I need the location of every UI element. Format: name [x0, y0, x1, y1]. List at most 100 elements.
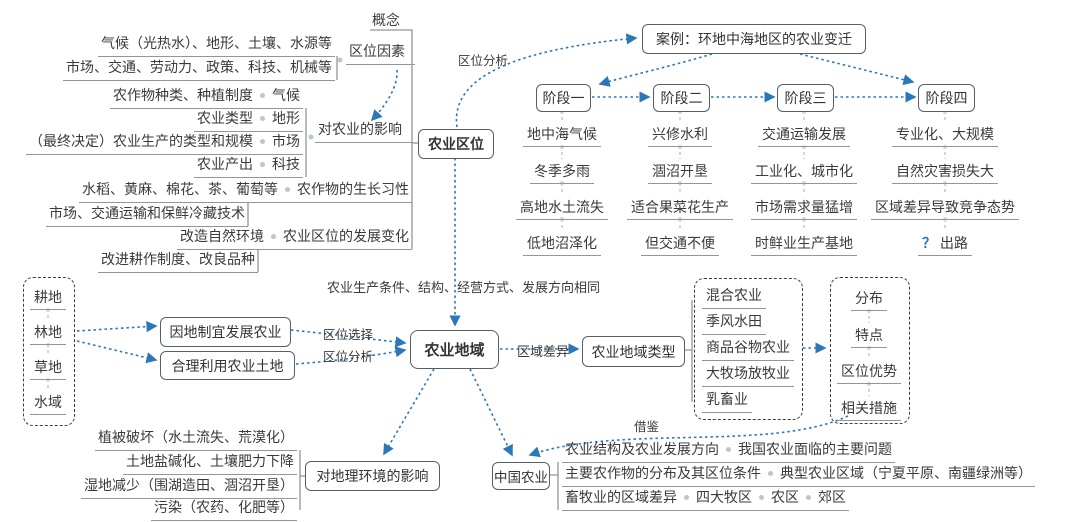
dot-icon [684, 494, 689, 500]
node-stage-2: 阶段二 [653, 84, 710, 112]
type-aspects-group [830, 277, 910, 424]
stage1-item: 地中海气候 [452, 124, 672, 147]
aspect-item: 特点 [829, 325, 909, 348]
china-row-part: 郊区 [818, 490, 846, 506]
influence-text: 农业类型 [197, 111, 253, 127]
influence-text: （最终决定）农业生产的类型和规模 [29, 134, 253, 150]
region-type-item: 大牧场放牧业 [702, 366, 794, 387]
node-stage-4: 阶段四 [918, 84, 975, 112]
influence-row-tech: 农业产出 科技 [194, 157, 303, 178]
dot-icon [759, 494, 764, 500]
region-type-item: 季风水田 [702, 314, 766, 335]
dot-icon [260, 92, 265, 98]
same-region-note: 农业生产条件、结构、经营方式、发展方向相同 [327, 281, 601, 296]
stage3-item: 工业化、城市化 [694, 161, 914, 184]
influence-row-terrain: 农业类型 地形 [194, 111, 303, 132]
factor-natural-text: 气候（光热水）、地形、土壤、水源等 [101, 36, 332, 52]
dot-icon [260, 161, 265, 167]
region-type-text: 季风水田 [702, 314, 766, 335]
influence-label: 对农业的影响 [315, 122, 413, 143]
stage1-item-text: 地中海气候 [523, 127, 601, 147]
region-type-text: 商品谷物农业 [702, 340, 794, 361]
env-impact-item: 污染（农药、化肥等） [151, 500, 297, 521]
edge-label-region-difference: 区域差异 [517, 345, 570, 360]
dot-icon [768, 470, 773, 476]
region-type-item: 乳畜业 [702, 392, 752, 413]
stage2-item-text: 适合果菜花生产 [627, 200, 733, 220]
influence-tag: 气候 [272, 88, 300, 104]
question-icon: ？ [922, 236, 936, 252]
edge-label-location-selection: 区位选择 [323, 327, 374, 342]
node-rational-land-use: 合理利用农业土地 [160, 351, 295, 380]
development-item: 改造自然环境 [180, 229, 264, 245]
dot-icon [271, 233, 276, 239]
growth-habit-row: 水稻、黄麻、棉花、茶、葡萄等 农作物的生长习性 [79, 182, 412, 203]
aspect-text: 特点 [851, 328, 887, 348]
stage1-item: 冬季多雨 [452, 161, 672, 184]
china-row-part: 主要农作物的分布及其区位条件 [565, 466, 761, 482]
stage2-item-text: 涸沼开垦 [648, 164, 712, 184]
influence-tag: 地形 [272, 111, 300, 127]
stage4-item: 专业化、大规模 [835, 124, 1055, 147]
aspect-item: 相关措施 [829, 398, 909, 421]
aspect-item: 区位优势 [829, 361, 909, 384]
stage1-item-text: 冬季多雨 [530, 164, 594, 184]
region-type-text: 大牧场放牧业 [702, 366, 794, 387]
influence-tag: 市场 [272, 134, 300, 150]
node-case-study: 案例：环地中海地区的农业变迁 [642, 24, 866, 54]
node-agriculture-region-types: 农业地域类型 [582, 336, 685, 367]
region-type-item: 商品谷物农业 [702, 340, 794, 361]
stage3-item-text: 时鲜业生产基地 [751, 236, 857, 256]
growth-habit-label: 农作物的生长习性 [297, 182, 409, 198]
edge-label-location-analysis-bottom: 区位分析 [323, 349, 374, 364]
china-row-structure: 农业结构及农业发展方向 我国农业面临的主要问题 [562, 442, 895, 463]
dot-icon [260, 138, 265, 144]
env-impact-text: 植被破坏（水土流失、荒漠化） [98, 430, 294, 446]
stage2-item: 涸沼开垦 [570, 161, 790, 184]
location-factors-text: 区位因素 [349, 44, 405, 60]
china-row-part: 典型农业区域（宁夏平原、南疆绿洲等） [780, 466, 1032, 482]
influence-tag: 科技 [272, 157, 300, 173]
influence-label-text: 对农业的影响 [318, 122, 402, 138]
land-type-item: 水域 [18, 392, 78, 415]
region-type-text: 混合农业 [702, 288, 766, 309]
node-suit-local-agriculture: 因地制宜发展农业 [160, 317, 291, 347]
factor-social-row: 市场、交通、劳动力、政策、科技、机械等 [63, 60, 335, 81]
stage3-item: 交通运输发展 [694, 124, 914, 147]
node-china-agriculture: 中国农业 [492, 462, 550, 490]
china-row-husbandry: 畜牧业的区域差异 四大牧区 农区 郊区 [562, 490, 849, 511]
env-impact-text: 土地盐碱化、土壤肥力下降 [126, 454, 294, 470]
stage4-item-outlet: ？出路 [835, 233, 1055, 256]
region-types-group [694, 278, 803, 420]
aspect-item: 分布 [829, 288, 909, 311]
factor-social-text: 市场、交通、劳动力、政策、科技、机械等 [66, 60, 332, 76]
land-type-text: 林地 [30, 325, 66, 345]
development-label: 农业区位的发展变化 [283, 229, 409, 245]
china-row-part: 农区 [771, 490, 799, 506]
env-impact-item: 湿地减少（围湖造田、涸沼开垦） [81, 478, 297, 499]
land-type-text: 草地 [30, 360, 66, 380]
stage2-item-text: 兴修水利 [648, 127, 712, 147]
stage1-item-text: 低地沼泽化 [523, 236, 601, 256]
stage3-item-text: 工业化、城市化 [751, 164, 857, 184]
land-type-item: 耕地 [18, 287, 78, 310]
node-stage-3: 阶段三 [777, 84, 834, 112]
stage1-item: 低地沼泽化 [452, 233, 672, 256]
stage4-item-text: 出路 [940, 236, 968, 252]
node-environment-impact: 对地理环境的影响 [305, 461, 440, 491]
china-row-part: 农业结构及农业发展方向 [565, 442, 719, 458]
land-type-item: 林地 [18, 322, 78, 345]
location-factors-label: 区位因素 [346, 44, 415, 65]
env-impact-item: 植被破坏（水土流失、荒漠化） [95, 430, 297, 451]
aspect-text: 区位优势 [837, 364, 901, 384]
concept-label: 概念 [372, 13, 400, 29]
development-item-row: 改进耕作制度、改良品种 [98, 252, 258, 273]
stage4-item-text: 区域差异导致竞争态势 [871, 200, 1019, 220]
region-type-text: 乳畜业 [702, 392, 752, 413]
env-impact-text: 湿地减少（围湖造田、涸沼开垦） [84, 478, 294, 494]
stage1-item: 高地水土流失 [452, 197, 672, 220]
stage3-item: 时鲜业生产基地 [694, 233, 914, 256]
stage3-item-text: 交通运输发展 [758, 127, 850, 147]
